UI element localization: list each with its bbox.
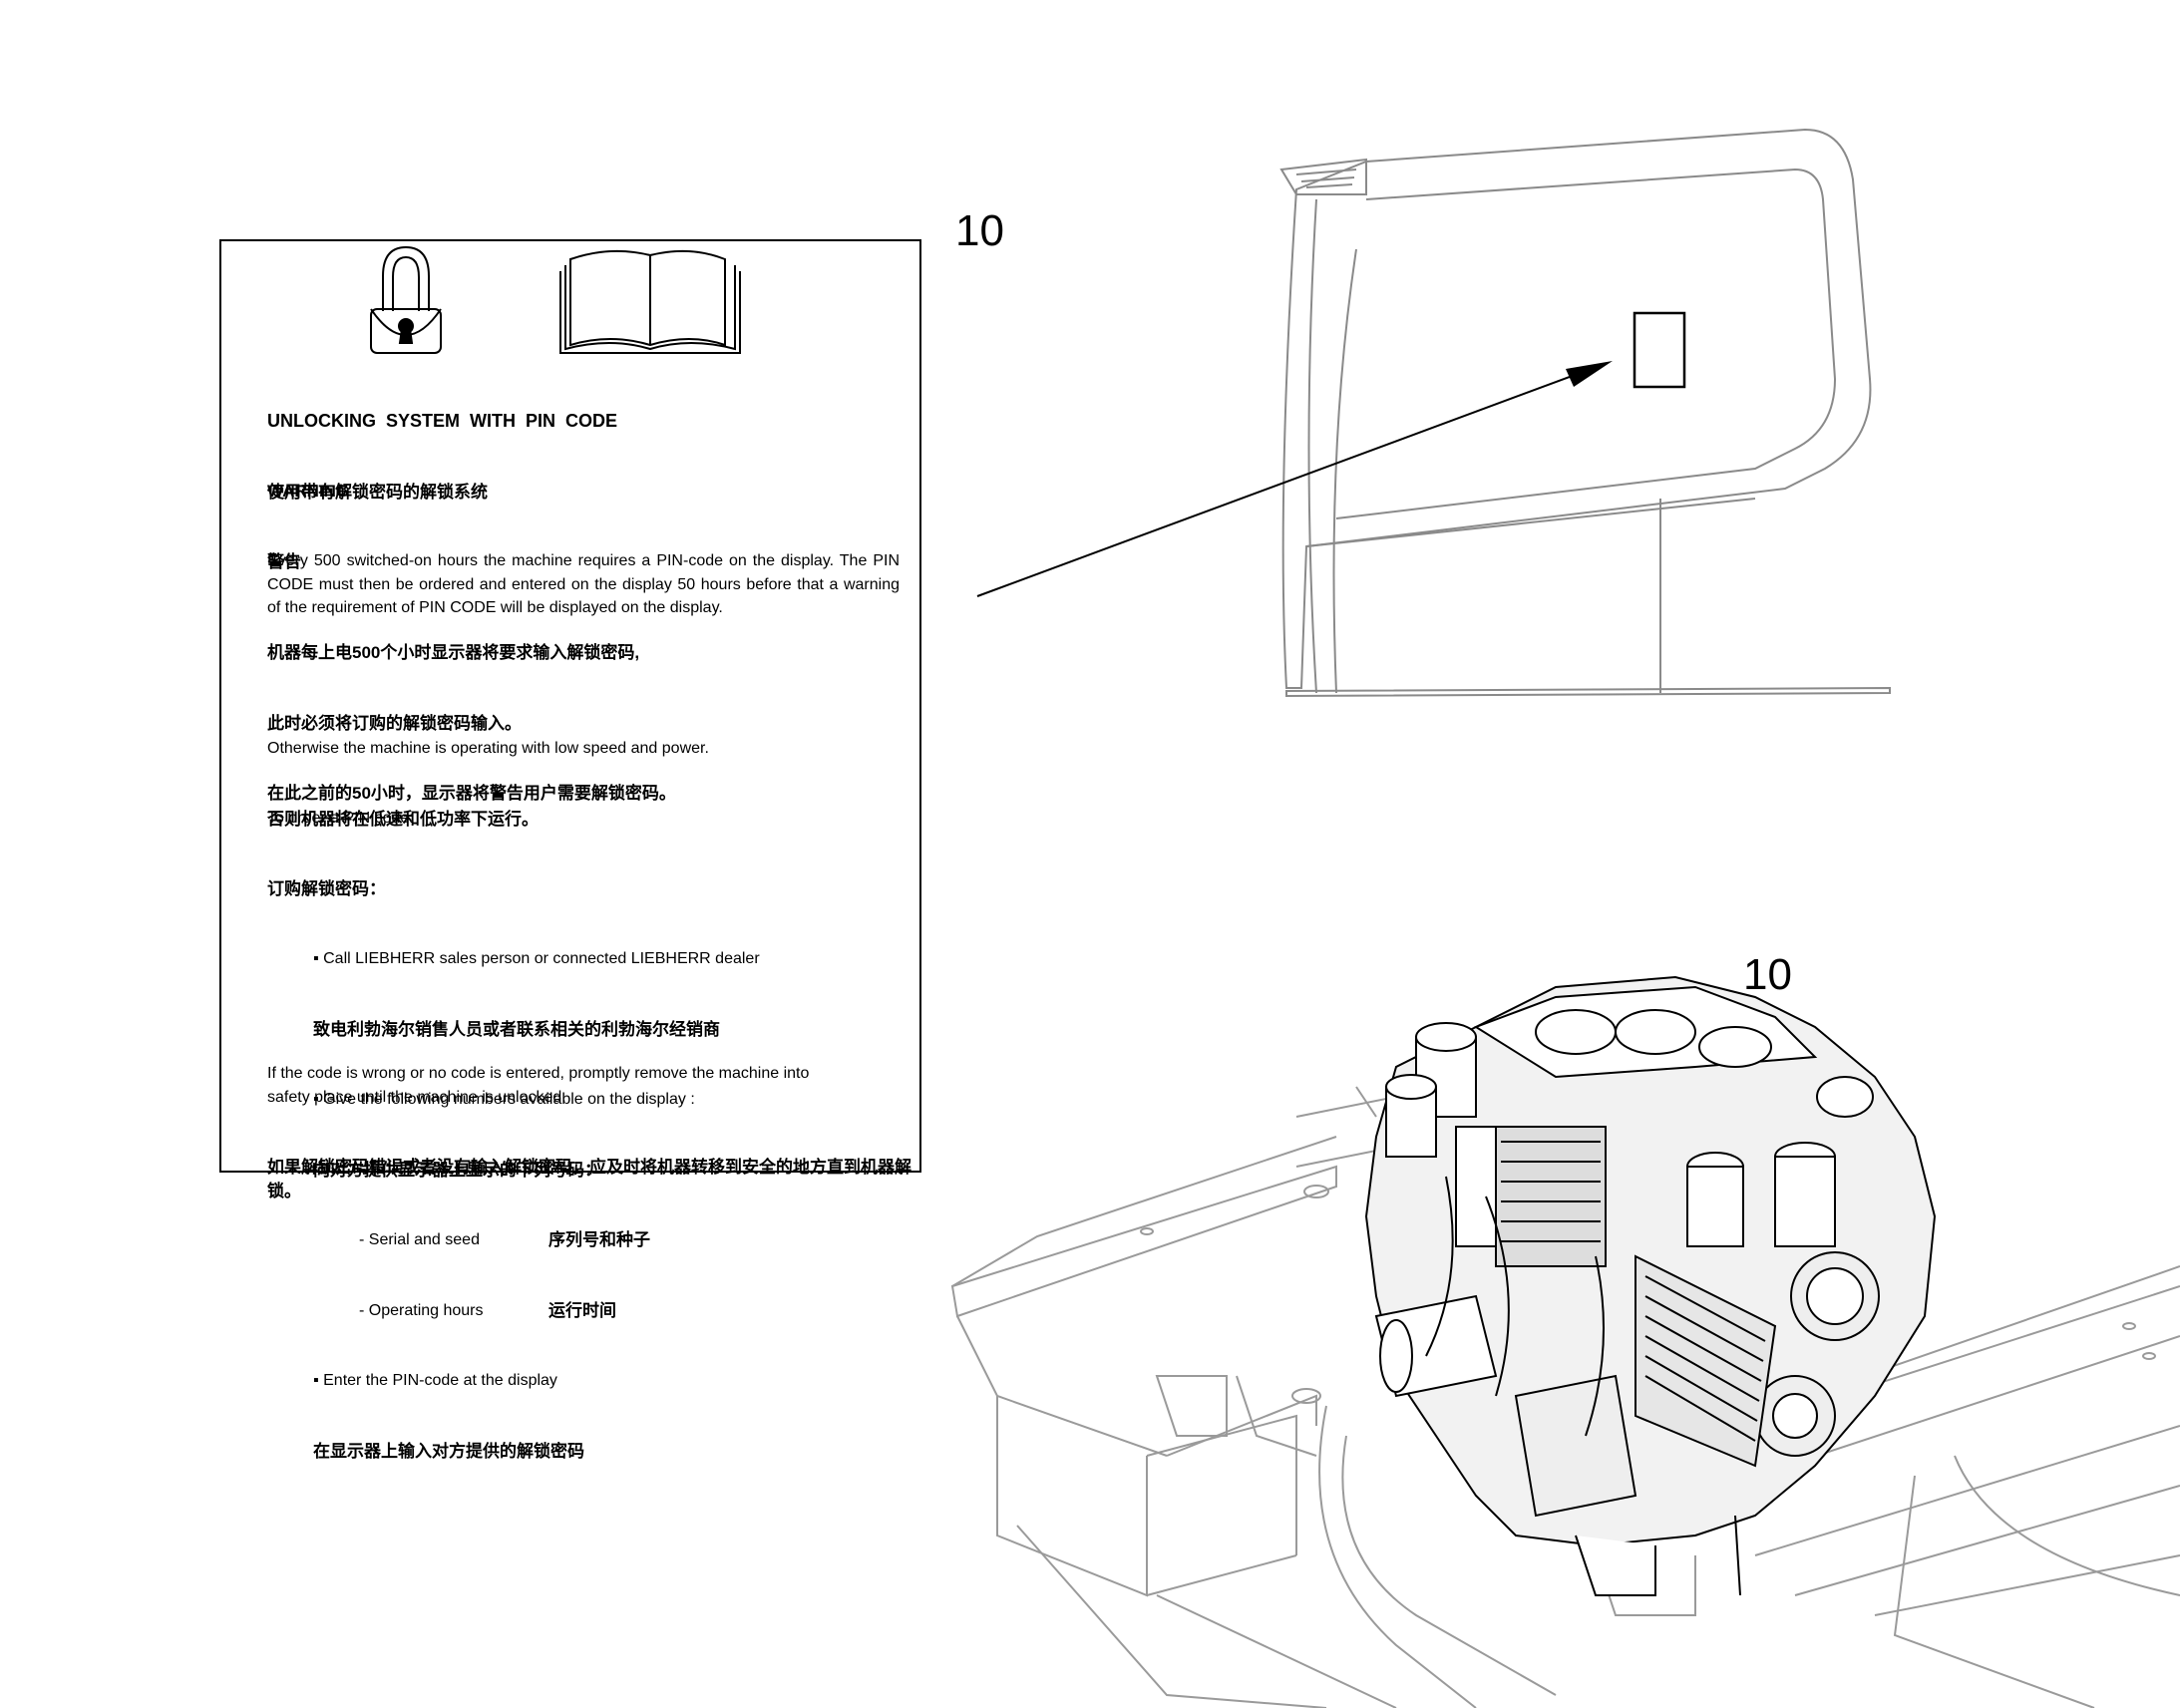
label-paragraph-3: If the code is wrong or no code is enter… (267, 1015, 911, 1249)
label-warning-en: WARNING (267, 482, 350, 501)
cab-panel-drawing (1279, 128, 1891, 698)
padlock-icon (370, 245, 442, 354)
label-step1-en: ▪ Call LIEBHERR sales person or connecte… (313, 950, 760, 967)
label-sub1-cn: 序列号和种子 (548, 1230, 650, 1249)
label-icons (370, 245, 741, 354)
label-para1-cn-line3: 在此之前的50小时，显示器将警告用户需要解锁密码。 (267, 784, 676, 803)
label-step3-en: ▪ Enter the PIN-code at the display (313, 1372, 557, 1389)
label-step3-cn: 在显示器上输入对方提供的解锁密码 (313, 1441, 584, 1461)
label-paragraph-1-cn: 机器每上电500个小时显示器将要求输入解锁密码, 此时必须将订购的解锁密码输入。… (267, 594, 909, 853)
label-para1-cn-line2: 此时必须将订购的解锁密码输入。 (267, 713, 522, 733)
label-sub1-row: - Serial and seed 序列号和种子 (267, 1228, 909, 1252)
callout-number-cab: 10 (955, 206, 1004, 255)
label-step2-en: ▪ Give the following numbers available o… (313, 1091, 695, 1108)
label-paragraph-1: Every 500 switched-on hours the machine … (267, 503, 900, 667)
label-order-en: To order a PIN code: (267, 810, 414, 827)
pin-code-warning-label: UNLOCKING SYSTEM WITH PIN CODE 使用带有解锁密码的… (219, 239, 921, 1461)
label-warning-block: WARNING 警告 (267, 433, 909, 620)
label-para3-cn: 如果解锁密码错误或者没有输入解锁密码，应及时将机器转移到安全的地方直到机器解锁。 (267, 1158, 911, 1200)
pointer-arrow (976, 361, 1613, 597)
label-location-marker (1633, 311, 1686, 389)
label-title-en: UNLOCKING SYSTEM WITH PIN CODE (267, 411, 618, 431)
label-sub1-en: - Serial and seed (359, 1231, 480, 1248)
label-title-block: UNLOCKING SYSTEM WITH PIN CODE 使用带有解锁密码的… (267, 363, 909, 550)
label-order-steps: To order a PIN code: 订购解锁密码： ▪ Call LIEB… (267, 760, 909, 1510)
label-para1-cn-line1: 机器每上电500个小时显示器将要求输入解锁密码, (267, 643, 640, 662)
label-sub2-cn: 运行时间 (548, 1300, 616, 1320)
label-para3-en: If the code is wrong or no code is enter… (267, 1065, 814, 1106)
label-para2-cn: 否则机器将在低速和低功率下运行。 (267, 809, 539, 829)
engine-drawing (1364, 975, 1937, 1596)
open-book-icon (559, 249, 741, 354)
label-order-cn: 订购解锁密码： (267, 878, 386, 898)
callout-number-engine: 10 (1743, 950, 1792, 999)
label-step2-cn: 向对方提供显示器上显示的下列号码： (313, 1160, 601, 1180)
label-para1-en: Every 500 switched-on hours the machine … (267, 552, 905, 616)
label-paragraph-2: Otherwise the machine is operating with … (267, 690, 909, 877)
label-title-cn: 使用带有解锁密码的解锁系统 (267, 482, 488, 502)
label-sub2-en: - Operating hours (359, 1301, 484, 1319)
label-sub2-row: - Operating hours 运行时间 (267, 1299, 909, 1323)
label-para2-en: Otherwise the machine is operating with … (267, 740, 709, 757)
label-warning-cn: 警告 (267, 551, 301, 571)
label-step1-cn: 致电利勃海尔销售人员或者联系相关的利勃海尔经销商 (313, 1019, 720, 1039)
